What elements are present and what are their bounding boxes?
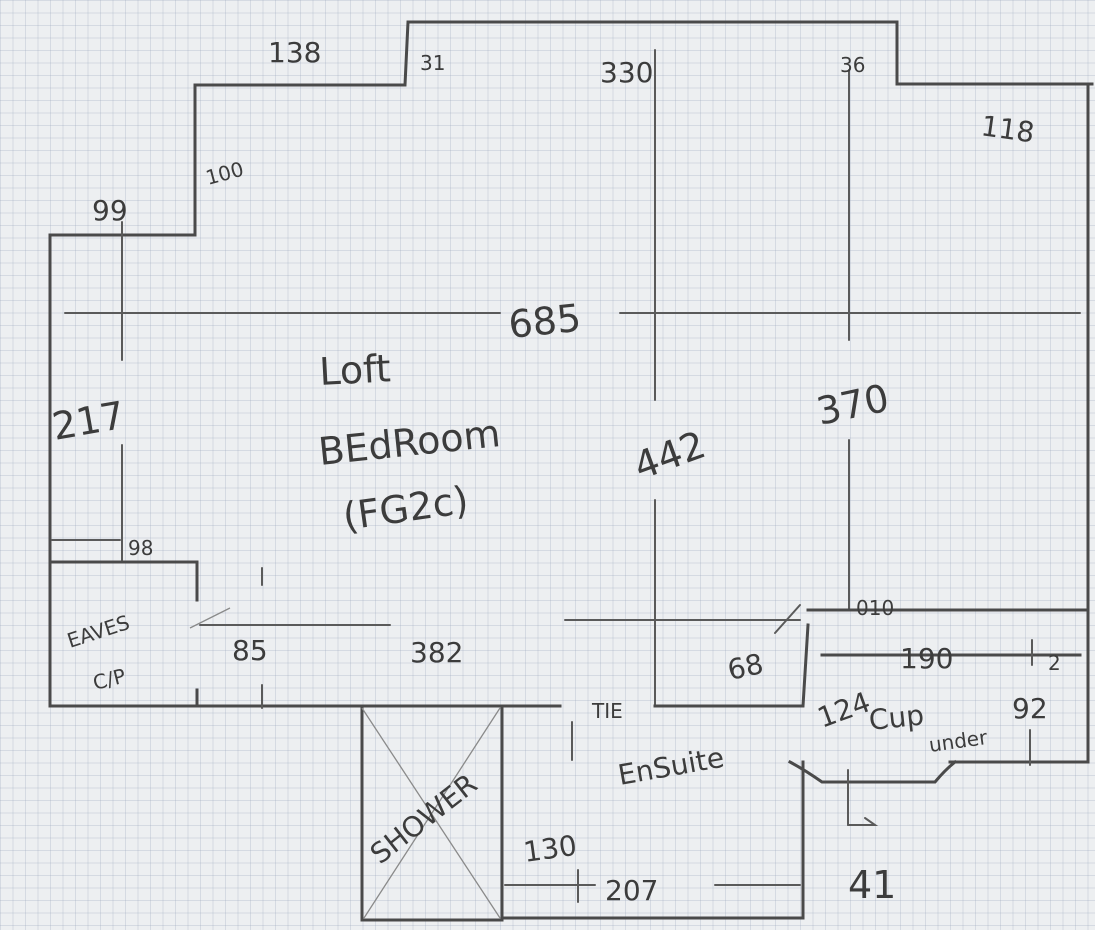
cupboard-under-walls [787, 608, 1090, 826]
dim-118: 118 [979, 109, 1037, 149]
line-68 [774, 604, 801, 634]
ensuite-label: EnSuite [615, 741, 726, 792]
dim-100: 100 [203, 157, 246, 190]
dim-31: 31 [420, 51, 445, 75]
dimension-labels: 138 31 330 36 118 100 99 685 217 442 370… [49, 36, 1061, 907]
dim-370: 370 [813, 376, 893, 434]
arrow-41 [847, 817, 879, 826]
bedroom-label: BEdRoom [316, 411, 502, 474]
cupboard-label-1: Cup [867, 698, 925, 737]
dim-85: 85 [232, 634, 268, 667]
ensuite-wall-left [500, 704, 805, 920]
shower-diagonal-1 [361, 707, 501, 919]
dim-190: 190 [900, 642, 953, 675]
dim-330: 330 [600, 56, 653, 89]
dim-99: 99 [92, 194, 128, 227]
cupboard-bay [787, 759, 958, 784]
eaves-cupboard-walls [48, 560, 231, 708]
eaves-top [48, 560, 199, 602]
ensuite-walls [500, 604, 810, 920]
eaves-label: EAVES [64, 610, 132, 653]
dim-41: 41 [848, 863, 896, 907]
cupboard-outline [806, 608, 1090, 764]
tile-label: TIE [591, 699, 623, 723]
ensuite-wall-top [653, 623, 810, 708]
shower-label: SHOWER [364, 767, 483, 870]
eaves-cp-label: C/P [90, 664, 128, 695]
dim-442: 442 [628, 422, 711, 488]
loft-label: Loft [318, 346, 392, 394]
dim-685: 685 [506, 296, 583, 347]
dim-124: 124 [813, 685, 875, 734]
dim-138: 138 [268, 36, 321, 69]
dim-98: 98 [128, 536, 153, 560]
wall-top-left-step [48, 20, 1094, 237]
shower-diagonal-2 [363, 707, 501, 919]
dim-217: 217 [49, 393, 128, 449]
shower-tray [360, 704, 504, 922]
dim-36: 36 [840, 53, 865, 77]
dim-130: 130 [521, 829, 579, 869]
eaves-door-swing [189, 607, 231, 629]
dim-68: 68 [725, 647, 767, 687]
dim-92: 92 [1012, 692, 1048, 725]
dim-382: 382 [410, 636, 463, 669]
shower-outline [360, 704, 504, 922]
cupboard-label-2: under [927, 725, 989, 757]
structure-lines [51, 49, 1081, 709]
bedroom-code-label: (FG2c) [340, 478, 471, 539]
dim-207: 207 [605, 874, 658, 907]
outer-walls [48, 20, 1094, 708]
dim-2: 2 [1048, 651, 1061, 675]
dim-010: 010 [856, 596, 894, 620]
